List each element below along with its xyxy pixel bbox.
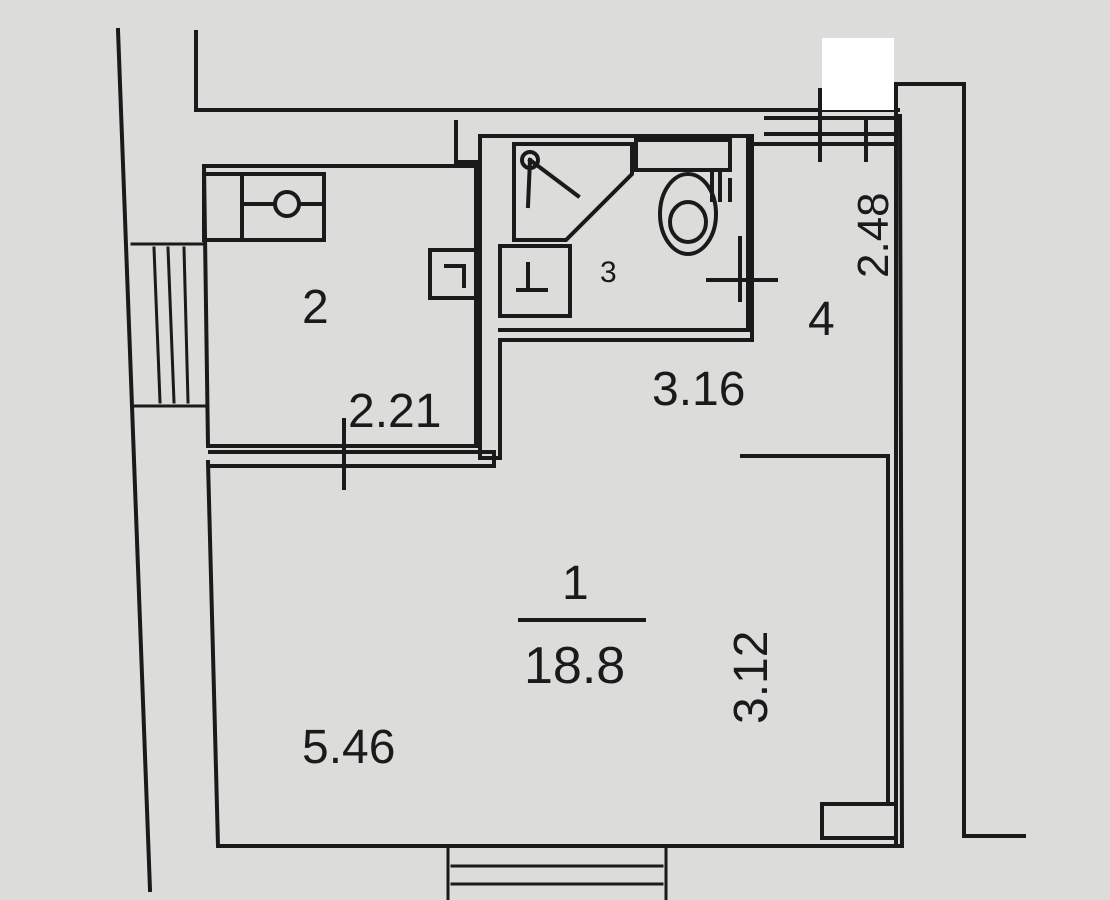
cistern-icon	[634, 138, 732, 172]
room-1-fraction-line	[518, 618, 646, 622]
window-left	[130, 242, 206, 408]
entrance-bottom	[446, 844, 668, 900]
outer-wall-right	[898, 82, 1026, 838]
shower-icon	[512, 142, 634, 242]
dim-hall-width: 3.16	[652, 363, 746, 416]
room-4-number: 4	[808, 293, 835, 346]
shower-head-circle-icon	[520, 150, 540, 170]
dim-kitchen-width: 2.21	[348, 385, 442, 438]
room-2-number: 2	[302, 281, 329, 334]
corridor-wall	[478, 134, 754, 460]
dim-main-width: 3.12	[725, 630, 778, 724]
toilet-pipe-icon	[710, 168, 732, 202]
stove-icon	[202, 172, 326, 242]
dim-hall-depth: 2.48	[849, 192, 898, 278]
outer-wall-left	[115, 27, 153, 893]
shaft-wall	[454, 120, 750, 332]
room-1-wall	[205, 113, 905, 848]
dim-main-length: 5.46	[302, 721, 396, 774]
toilet-icon	[658, 172, 718, 256]
outer-wall-top	[194, 30, 900, 112]
washbasin-icon	[498, 244, 572, 318]
room-1-inner-wall	[740, 454, 890, 802]
room-2-wall	[201, 164, 478, 448]
room-1-corner-box	[820, 802, 898, 840]
toilet-seat-icon	[668, 200, 708, 244]
top-wall-detail	[764, 88, 898, 162]
sink-icon	[428, 248, 480, 300]
room-1-area: 18.8	[524, 637, 626, 695]
room-3-tick	[706, 236, 778, 302]
room-1-number: 1	[562, 557, 589, 610]
white-patch	[822, 38, 894, 110]
stove-burner-icon	[273, 190, 301, 218]
room-3-number: 3	[600, 256, 617, 289]
room-4-wall	[750, 82, 898, 848]
room-2-lower-wall	[208, 450, 496, 468]
